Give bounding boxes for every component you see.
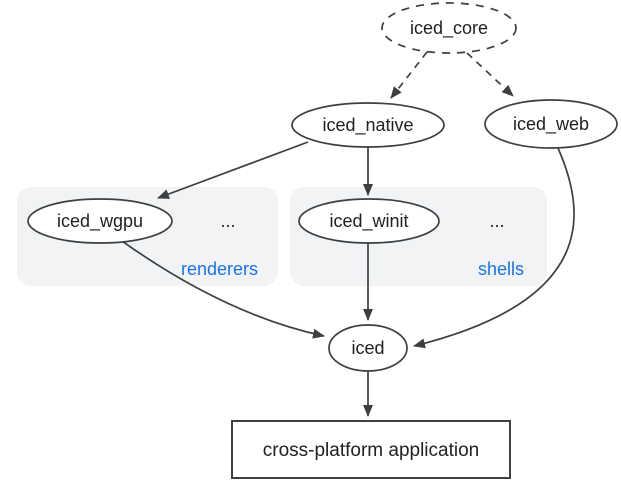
renderers-group-label: renderers <box>181 259 258 279</box>
iced_wgpu-ellipse <box>27 198 173 244</box>
renderers-ellipsis: ... <box>220 211 235 231</box>
node-iced_wgpu: iced_wgpu <box>27 198 173 244</box>
edge-iced_native-to-iced_wgpu <box>157 141 309 199</box>
node-iced_core: iced_core <box>381 2 517 54</box>
node-iced_native: iced_native <box>291 102 445 148</box>
node-application: cross-platform application <box>231 420 511 479</box>
shells-ellipsis: ... <box>489 211 504 231</box>
edge-iced_core-to-iced_native <box>390 51 428 99</box>
node-iced_web: iced_web <box>484 99 618 149</box>
iced_wgpu-label: iced_wgpu <box>57 211 143 232</box>
edge-iced_web-to-iced <box>413 147 575 349</box>
application-rect <box>231 420 511 479</box>
node-iced: iced <box>328 324 408 372</box>
shells-group-label: shells <box>478 259 524 279</box>
application-label: cross-platform application <box>263 440 479 461</box>
node-iced_winit: iced_winit <box>298 198 440 244</box>
iced_web-ellipse <box>484 99 618 149</box>
iced_winit-label: iced_winit <box>329 211 408 232</box>
iced_native-label: iced_native <box>322 115 413 136</box>
iced_native-ellipse <box>291 102 445 148</box>
edge-iced_wgpu-to-iced <box>121 240 325 339</box>
iced-label: iced <box>351 338 384 358</box>
iced_web-label: iced_web <box>513 114 589 135</box>
iced-ellipse <box>328 324 408 372</box>
iced_core-ellipse <box>381 2 517 54</box>
edge-iced_core-to-iced_web <box>466 52 514 97</box>
iced_core-label: iced_core <box>410 18 488 39</box>
iced_winit-ellipse <box>298 198 440 244</box>
